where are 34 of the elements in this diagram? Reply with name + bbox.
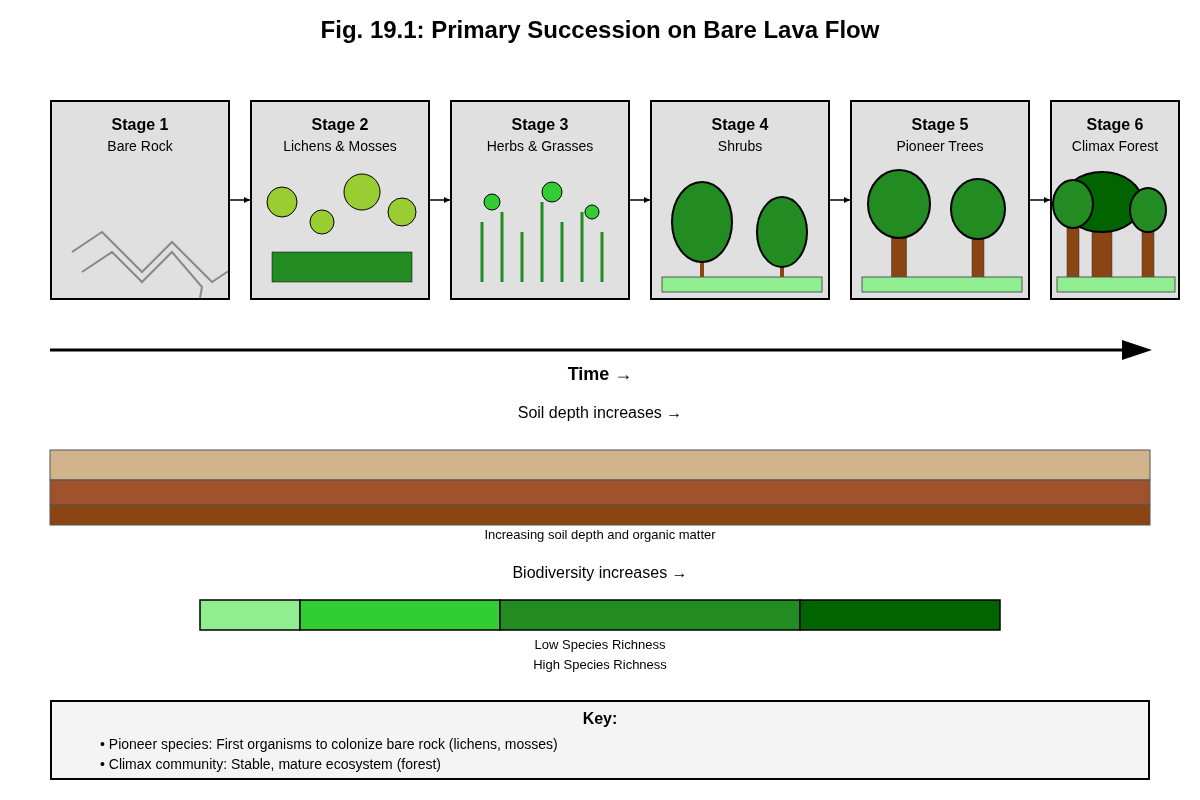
bar-caption: Low Species Richness (534, 637, 666, 652)
key-heading: Key: (582, 710, 618, 728)
stage-box (50, 100, 230, 300)
stage-subtitle: Climax Forest (1071, 138, 1159, 154)
stage-subtitle: Bare Rock (107, 138, 173, 154)
arrow (629, 197, 651, 203)
stage-box (850, 100, 1030, 300)
stage-box (250, 100, 430, 300)
key-item: • Climax community: Stable, mature ecosystem (forest) (100, 756, 441, 772)
stage-box (450, 100, 630, 300)
arrow (429, 197, 451, 203)
stage-title: Stage 1 (111, 116, 169, 134)
stage-title: Stage 4 (711, 116, 769, 134)
arrow (1029, 197, 1051, 203)
stage-subtitle: Shrubs (717, 138, 763, 154)
stage-subtitle: Pioneer Trees (896, 138, 984, 154)
bar-caption: Increasing soil depth and organic matter (484, 527, 716, 542)
axis-label: Time → (567, 364, 633, 385)
key-item: • Pioneer species: First organisms to colonize bare rock (lichens, mosses) (100, 736, 558, 752)
arrow (229, 197, 251, 203)
stage-subtitle: Herbs & Grasses (486, 138, 594, 154)
arrow (829, 197, 851, 203)
stage-title: Stage 6 (1086, 116, 1144, 134)
bar-caption: High Species Richness (533, 657, 667, 672)
stage-subtitle: Lichens & Mosses (283, 138, 397, 154)
stage-title: Stage 5 (911, 116, 969, 134)
stage-box (650, 100, 830, 300)
key-box (50, 700, 1150, 780)
stage-title: Stage 3 (511, 116, 569, 134)
axis-label: Soil depth increases → (517, 404, 683, 422)
axis-label: Biodiversity increases → (512, 564, 688, 582)
stage-box (1050, 100, 1180, 300)
diagram-title: Fig. 19.1: Primary Succession on Bare Lava Flow (319, 16, 881, 44)
stage-title: Stage 2 (311, 116, 369, 134)
